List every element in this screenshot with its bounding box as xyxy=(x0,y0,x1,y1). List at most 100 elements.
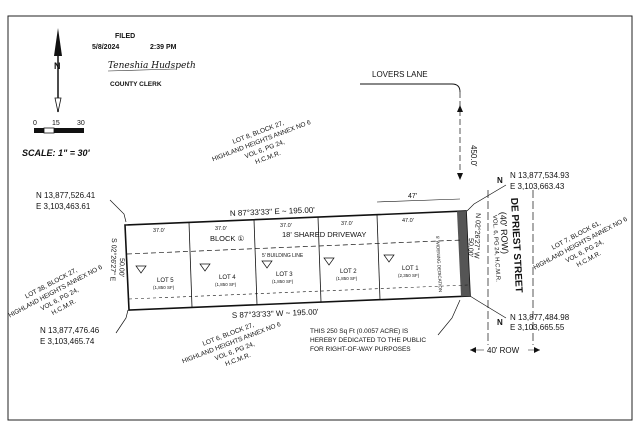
scale-seg-1 xyxy=(34,128,44,133)
coord-se-corner-mark: N xyxy=(497,318,503,327)
adjacent-lot-6: LOT 6, BLOCK 27, HIGHLAND HEIGHTS ANNEX … xyxy=(181,321,282,368)
lot-divider-1 xyxy=(188,222,193,308)
frontage-dim-1: 37.0' xyxy=(153,228,165,234)
filed-date: 5/8/2024 xyxy=(92,44,119,51)
east-distance: 50.00' xyxy=(466,238,474,257)
coord-ne-leader xyxy=(466,184,507,212)
dedication-line-1: THIS 250 Sq Ft (0.0057 ACRE) IS xyxy=(310,328,409,335)
lot-5: LOT 5 (1,850 SF) xyxy=(135,265,175,290)
coord-se-leader xyxy=(469,295,507,319)
scale-tick-15: 15 xyxy=(52,120,60,127)
coord-sw: N 13,877,476.46 E 3,103,465.74 xyxy=(40,309,129,346)
north-arrow-head xyxy=(54,28,62,56)
building-line xyxy=(128,284,469,300)
sheet-border xyxy=(7,15,633,421)
deed-ref: VOL. 6, PG 24, H.C.M.R. xyxy=(491,215,501,283)
adjacent-lot-7: LOT 7, BLOCK 61, HIGHLAND HEIGHTS ANNEX … xyxy=(532,216,628,272)
clerk-signature: Teneshia Hudspeth xyxy=(108,61,196,71)
coord-ne-e: E 3,103,663.43 xyxy=(510,182,565,191)
dist-arrow-bottom xyxy=(457,173,463,180)
dedication-line-3: FOR RIGHT-OF-WAY PURPOSES xyxy=(310,346,411,353)
east-bearing: N 02°26'27" W xyxy=(472,213,482,259)
lot-4-marker xyxy=(199,263,211,272)
lot-2-area: (1,850 SF) xyxy=(336,276,358,281)
lot-divider-2 xyxy=(253,219,258,305)
lot-1-name: LOT 1 xyxy=(402,266,419,272)
de-priest-row: (40' ROW) xyxy=(498,212,510,255)
coord-sw-leader xyxy=(115,309,129,334)
de-priest-label: DE PRIEST STREET xyxy=(508,198,524,293)
lot-4-area: (1,850 SF) xyxy=(215,282,237,287)
lovers-lane-corner xyxy=(451,83,461,93)
lot-2-name: LOT 2 xyxy=(340,269,357,275)
de-priest-street: DE PRIEST STREET (40' ROW) 40' ROW VOL. … xyxy=(470,190,540,355)
lot-1-marker xyxy=(383,254,395,263)
dim-47-label: 47' xyxy=(408,193,417,200)
driveway-line xyxy=(126,239,463,255)
lot-5-name: LOT 5 xyxy=(157,278,174,284)
frontage-dim-3: 37.0' xyxy=(280,223,292,229)
coord-sw-n: N 13,877,476.46 xyxy=(40,326,100,335)
lot-divider-3 xyxy=(317,217,322,303)
building-line-label: 5' BUILDING LINE xyxy=(262,253,304,259)
filing-stamp: FILED 5/8/2024 2:39 PM Teneshia Hudspeth… xyxy=(92,33,196,88)
lot-3: LOT 3 (1,850 SF) xyxy=(261,260,294,284)
lot-divider-4 xyxy=(376,214,381,300)
lot-3-area: (1,850 SF) xyxy=(272,279,294,284)
scale-bar: 0 15 30 SCALE: 1" = 30' xyxy=(22,120,91,158)
row-dim-arrow-left xyxy=(470,347,476,353)
dim-47-line xyxy=(376,198,461,203)
coord-sw-e: E 3,103,465.74 xyxy=(40,337,95,346)
signature-line xyxy=(107,68,176,72)
row-40-label: 40' ROW xyxy=(487,346,520,355)
lot-3-name: LOT 3 xyxy=(276,272,293,278)
coord-se-n: N 13,877,484.98 xyxy=(510,313,570,322)
distance-450-label: 450.0' xyxy=(469,145,478,167)
lot-1: LOT 1 (2,350 SF) xyxy=(383,254,420,278)
scale-tick-30: 30 xyxy=(77,120,85,127)
lot-5-area: (1,850 SF) xyxy=(153,285,175,290)
dist-arrow-top xyxy=(457,105,463,112)
coord-ne-corner-mark: N xyxy=(497,176,503,185)
adjacent-lot-8: LOT 8, BLOCK 27, HIGHLAND HEIGHTS ANNEX … xyxy=(211,119,312,166)
coord-nw-leader xyxy=(109,199,127,223)
lovers-lane: LOVERS LANE 450.0' xyxy=(360,70,478,180)
block-label: BLOCK ① xyxy=(210,234,245,243)
row-dim-mask xyxy=(484,345,528,355)
parcel-boundary xyxy=(124,210,471,311)
coord-ne-n: N 13,877,534.93 xyxy=(510,171,570,180)
coord-nw-n: N 13,877,526.41 xyxy=(36,191,96,200)
scale-seg-3 xyxy=(54,128,84,133)
lot-5-marker xyxy=(135,265,147,274)
north-arrow: N xyxy=(54,28,62,113)
west-bearing: S 02°26'27" E xyxy=(108,238,118,282)
dedication-strip xyxy=(457,211,470,297)
coord-se: N 13,877,484.98 E 3,103,665.55 N xyxy=(469,295,570,332)
driveway-label: 18' SHARED DRIVEWAY xyxy=(282,230,366,239)
lovers-lane-label: LOVERS LANE xyxy=(372,70,428,79)
west-distance: 50.00' xyxy=(117,258,125,277)
lot-2: LOT 2 (1,850 SF) xyxy=(323,257,358,281)
frontage-dim-2: 37.0' xyxy=(215,226,227,232)
north-bearing: N 87°33'33" E ~ 195.00' xyxy=(230,205,316,218)
south-bearing: S 87°33'33" W ~ 195.00' xyxy=(232,307,319,320)
adjacent-lot-38: LOT 38, BLOCK 27, HIGHLAND HEIGHTS ANNEX… xyxy=(7,264,103,320)
dedication-leader xyxy=(437,299,461,336)
lot-3-marker xyxy=(261,260,273,269)
dim-47-0-label: 47.0' xyxy=(402,218,414,224)
north-letter: N xyxy=(54,61,61,71)
scale-seg-2 xyxy=(43,127,55,134)
lot-4-name: LOT 4 xyxy=(219,275,236,281)
dedication-line-2: HEREBY DEDICATED TO THE PUBLIC xyxy=(310,337,426,344)
dedication-strip-label: 5' WIDENING DEDICATION xyxy=(435,236,443,292)
row-dim-arrow-right xyxy=(534,347,540,353)
clerk-label: COUNTY CLERK xyxy=(110,81,162,88)
coord-ne: N 13,877,534.93 E 3,103,663.43 N xyxy=(466,171,570,212)
dedication-note: THIS 250 Sq Ft (0.0057 ACRE) IS HEREBY D… xyxy=(310,299,461,353)
scale-text: SCALE: 1" = 30' xyxy=(22,148,91,158)
frontage-dim-4: 37.0' xyxy=(341,221,353,227)
lot-2-marker xyxy=(323,257,335,266)
filed-label: FILED xyxy=(115,33,135,40)
coord-nw-e: E 3,103,463.61 xyxy=(36,202,91,211)
